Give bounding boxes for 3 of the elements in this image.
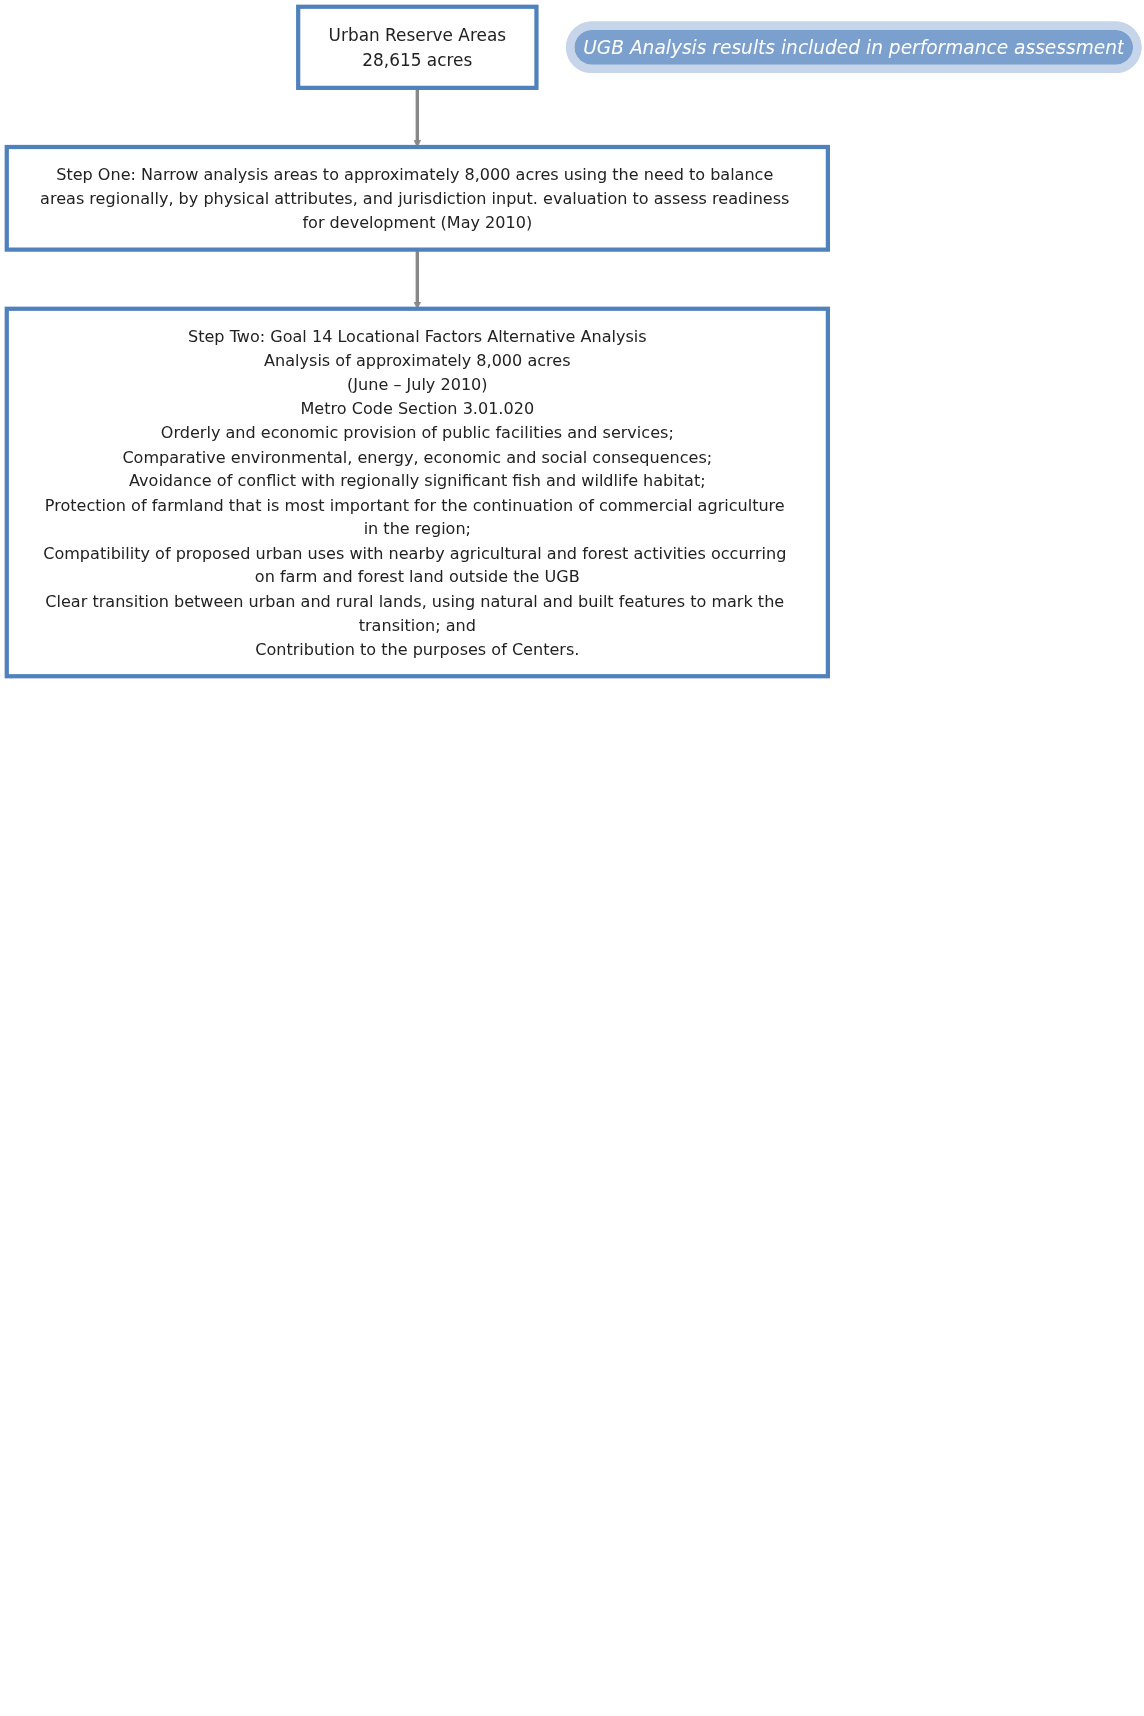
node-box: Step Two: Goal 14 Locational Factors Alternative Analysis Analysis of approximately 8,000 acres (June – July 2010) Metro Code Section 3.01.020 Orderly and economic provision of public facilities and services; Comparative environmental, energy, economic and social consequences; Avoidance of conflict with regionally significant fish and wildlife habitat; Protection of farmland that is most important for the continuation of commercial agriculture in the region; Compatibility of proposed urban uses with nearby agricultural and forest activities occurring on farm and forest land outside the UGB Clear transition between urban and rural lands, using natural and built features to mark the transition; and Contribution to the purposes of Centers. — [4, 306, 830, 679]
node-box: Urban Reserve Areas 28,615 acres — [296, 4, 539, 90]
node-box: Step One: Narrow analysis areas to approximately 8,000 acres using the need to balance areas regionally, by physical attributes, and jurisdiction input. evaluation to assess readiness for development (May 2010) — [4, 144, 830, 252]
